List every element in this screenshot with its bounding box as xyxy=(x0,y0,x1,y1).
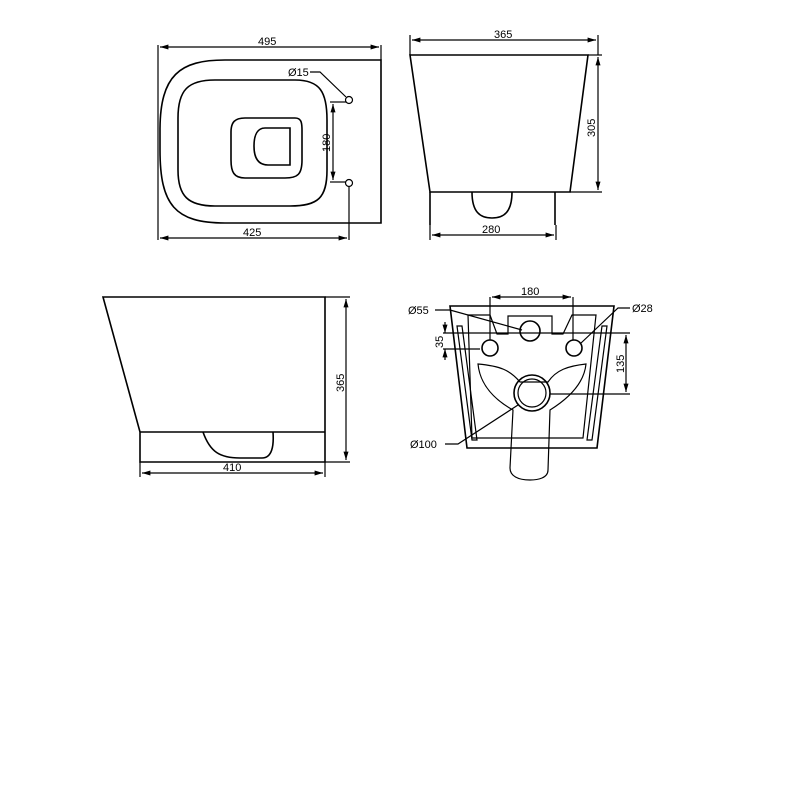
top-view-outline xyxy=(159,59,382,224)
dim-305: 305 xyxy=(586,119,598,137)
fixing-hole xyxy=(565,339,583,357)
front-view: 365 305 280 xyxy=(409,29,602,240)
dim-35: 35 xyxy=(434,336,446,348)
dim-365-side: 365 xyxy=(335,374,347,392)
inlet-hole xyxy=(519,320,541,342)
dim-outlet-diameter: Ø100 xyxy=(410,439,437,451)
dim-425: 425 xyxy=(243,227,261,239)
outlet-curve xyxy=(202,431,275,459)
dim-hole-diameter: Ø15 xyxy=(288,67,309,79)
side-view: 365 410 xyxy=(101,296,350,477)
outlet-hole xyxy=(513,374,551,412)
dim-410: 410 xyxy=(223,462,241,474)
dim-280: 280 xyxy=(482,224,500,236)
front-view-outline xyxy=(409,54,589,193)
fixing-hole xyxy=(481,339,499,357)
top-view: 495 Ø15 180 425 xyxy=(157,36,382,241)
seat-opening xyxy=(177,79,328,207)
dim-365-top: 365 xyxy=(494,29,512,41)
fixing-hole xyxy=(344,95,354,105)
bowl-inner xyxy=(230,117,303,179)
back-view-outline xyxy=(449,305,615,449)
back-view: 180 Ø55 Ø28 35 135 Ø100 xyxy=(408,286,653,481)
dim-inlet-diameter: Ø55 xyxy=(408,305,429,317)
fixing-hole xyxy=(344,178,354,188)
dim-fixing-diameter: Ø28 xyxy=(632,303,653,315)
dim-495: 495 xyxy=(258,36,276,48)
outlet-curve xyxy=(471,191,513,219)
side-view-outline xyxy=(101,296,326,463)
bowl-drain xyxy=(253,127,291,166)
dim-180: 180 xyxy=(321,134,333,152)
dim-180-back: 180 xyxy=(521,286,539,298)
dim-135: 135 xyxy=(615,355,627,373)
